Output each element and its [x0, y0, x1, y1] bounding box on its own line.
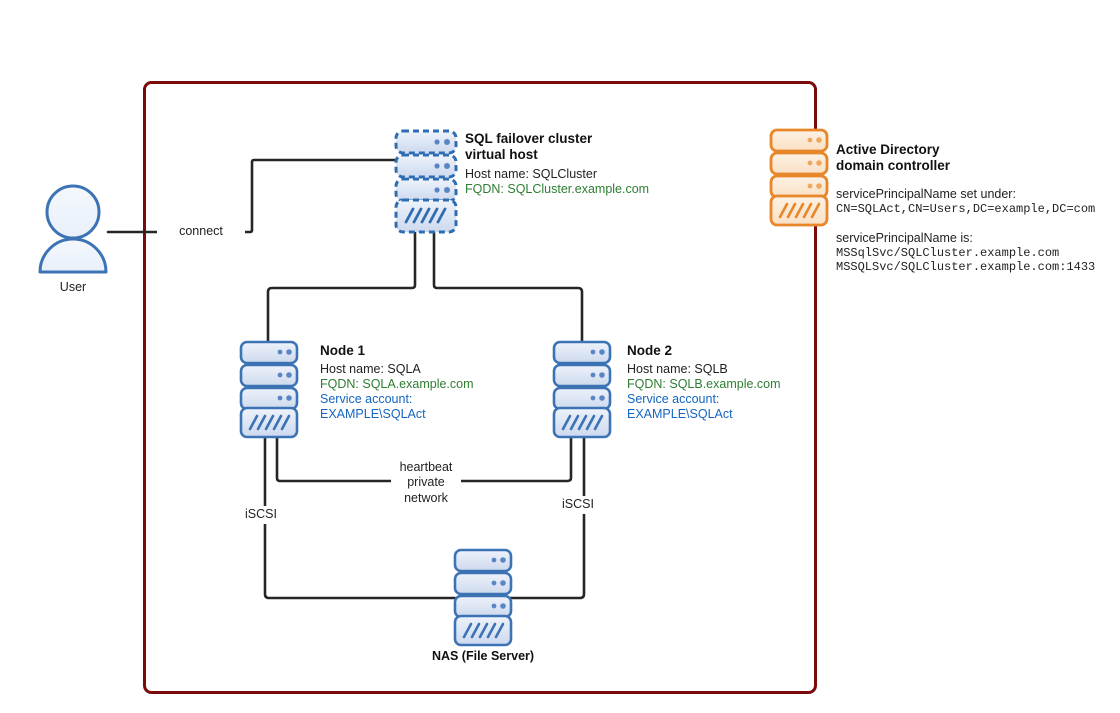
ad-spn-is-label: servicePrincipalName is: — [836, 231, 973, 245]
ad-spn-under-label: servicePrincipalName set under: — [836, 187, 1016, 201]
server-icon-active-directory[interactable] — [769, 128, 829, 227]
connect-label-backing — [157, 222, 245, 242]
cluster-boundary — [143, 81, 817, 694]
heartbeat-label-backing — [391, 458, 461, 506]
active-directory-title: Active Directory domain controller — [836, 142, 951, 174]
ad-spn-is-value-1: MSSqlSvc/SQLCluster.example.com — [836, 246, 1060, 260]
node2-fqdn: FQDN: SQLB.example.com — [627, 377, 781, 391]
node2-hostname: Host name: SQLB — [627, 362, 728, 376]
server-icon-node1[interactable] — [239, 340, 299, 439]
edge-heartbeat — [275, 431, 393, 483]
edge-label-iscsi-right: iSCSI — [562, 497, 594, 511]
node1-hostname: Host name: SQLA — [320, 362, 421, 376]
iscsi-right-backing — [563, 496, 605, 514]
ad-spn-under-value: CN=SQLAct,CN=Users,DC=example,DC=com — [836, 202, 1096, 216]
edge-heartbeat-2 — [458, 431, 573, 483]
node2-service-account-label: Service account: — [627, 392, 720, 406]
connector-lines — [106, 158, 586, 600]
edge-connect — [106, 158, 398, 234]
cluster-vhost-title: SQL failover cluster virtual host — [465, 131, 593, 163]
user-icon — [38, 184, 108, 274]
cluster-vhost-fqdn: FQDN: SQLCluster.example.com — [465, 182, 650, 196]
edge-iscsi-right — [506, 431, 586, 600]
user-label: User — [59, 280, 87, 294]
node1-service-account-value: EXAMPLE\SQLAct — [320, 407, 426, 421]
ad-spn-is-value-2: MSSQLSvc/SQLCluster.example.com:1433 — [836, 260, 1096, 274]
node1-service-account-label: Service account: — [320, 392, 413, 406]
server-icon-node2[interactable] — [552, 340, 612, 439]
edge-vhost-node1 — [266, 230, 417, 345]
server-icon-nas[interactable] — [453, 548, 513, 647]
edge-label-iscsi-left: iSCSI — [245, 507, 277, 521]
nas-caption: NAS (File Server) — [431, 649, 535, 663]
node2-title: Node 2 — [627, 343, 673, 358]
edge-vhost-node2 — [432, 230, 584, 345]
edge-label-connect: connect — [179, 224, 223, 238]
edge-iscsi-left — [263, 431, 457, 600]
iscsi-left-backing — [248, 506, 288, 524]
node2-service-account-value: EXAMPLE\SQLAct — [627, 407, 733, 421]
server-icon-cluster-vhost[interactable] — [394, 129, 458, 234]
node1-title: Node 1 — [320, 343, 366, 358]
node1-fqdn: FQDN: SQLA.example.com — [320, 377, 474, 391]
edge-label-heartbeat: heartbeat private network — [399, 460, 453, 505]
cluster-vhost-hostname: Host name: SQLCluster — [465, 167, 597, 181]
